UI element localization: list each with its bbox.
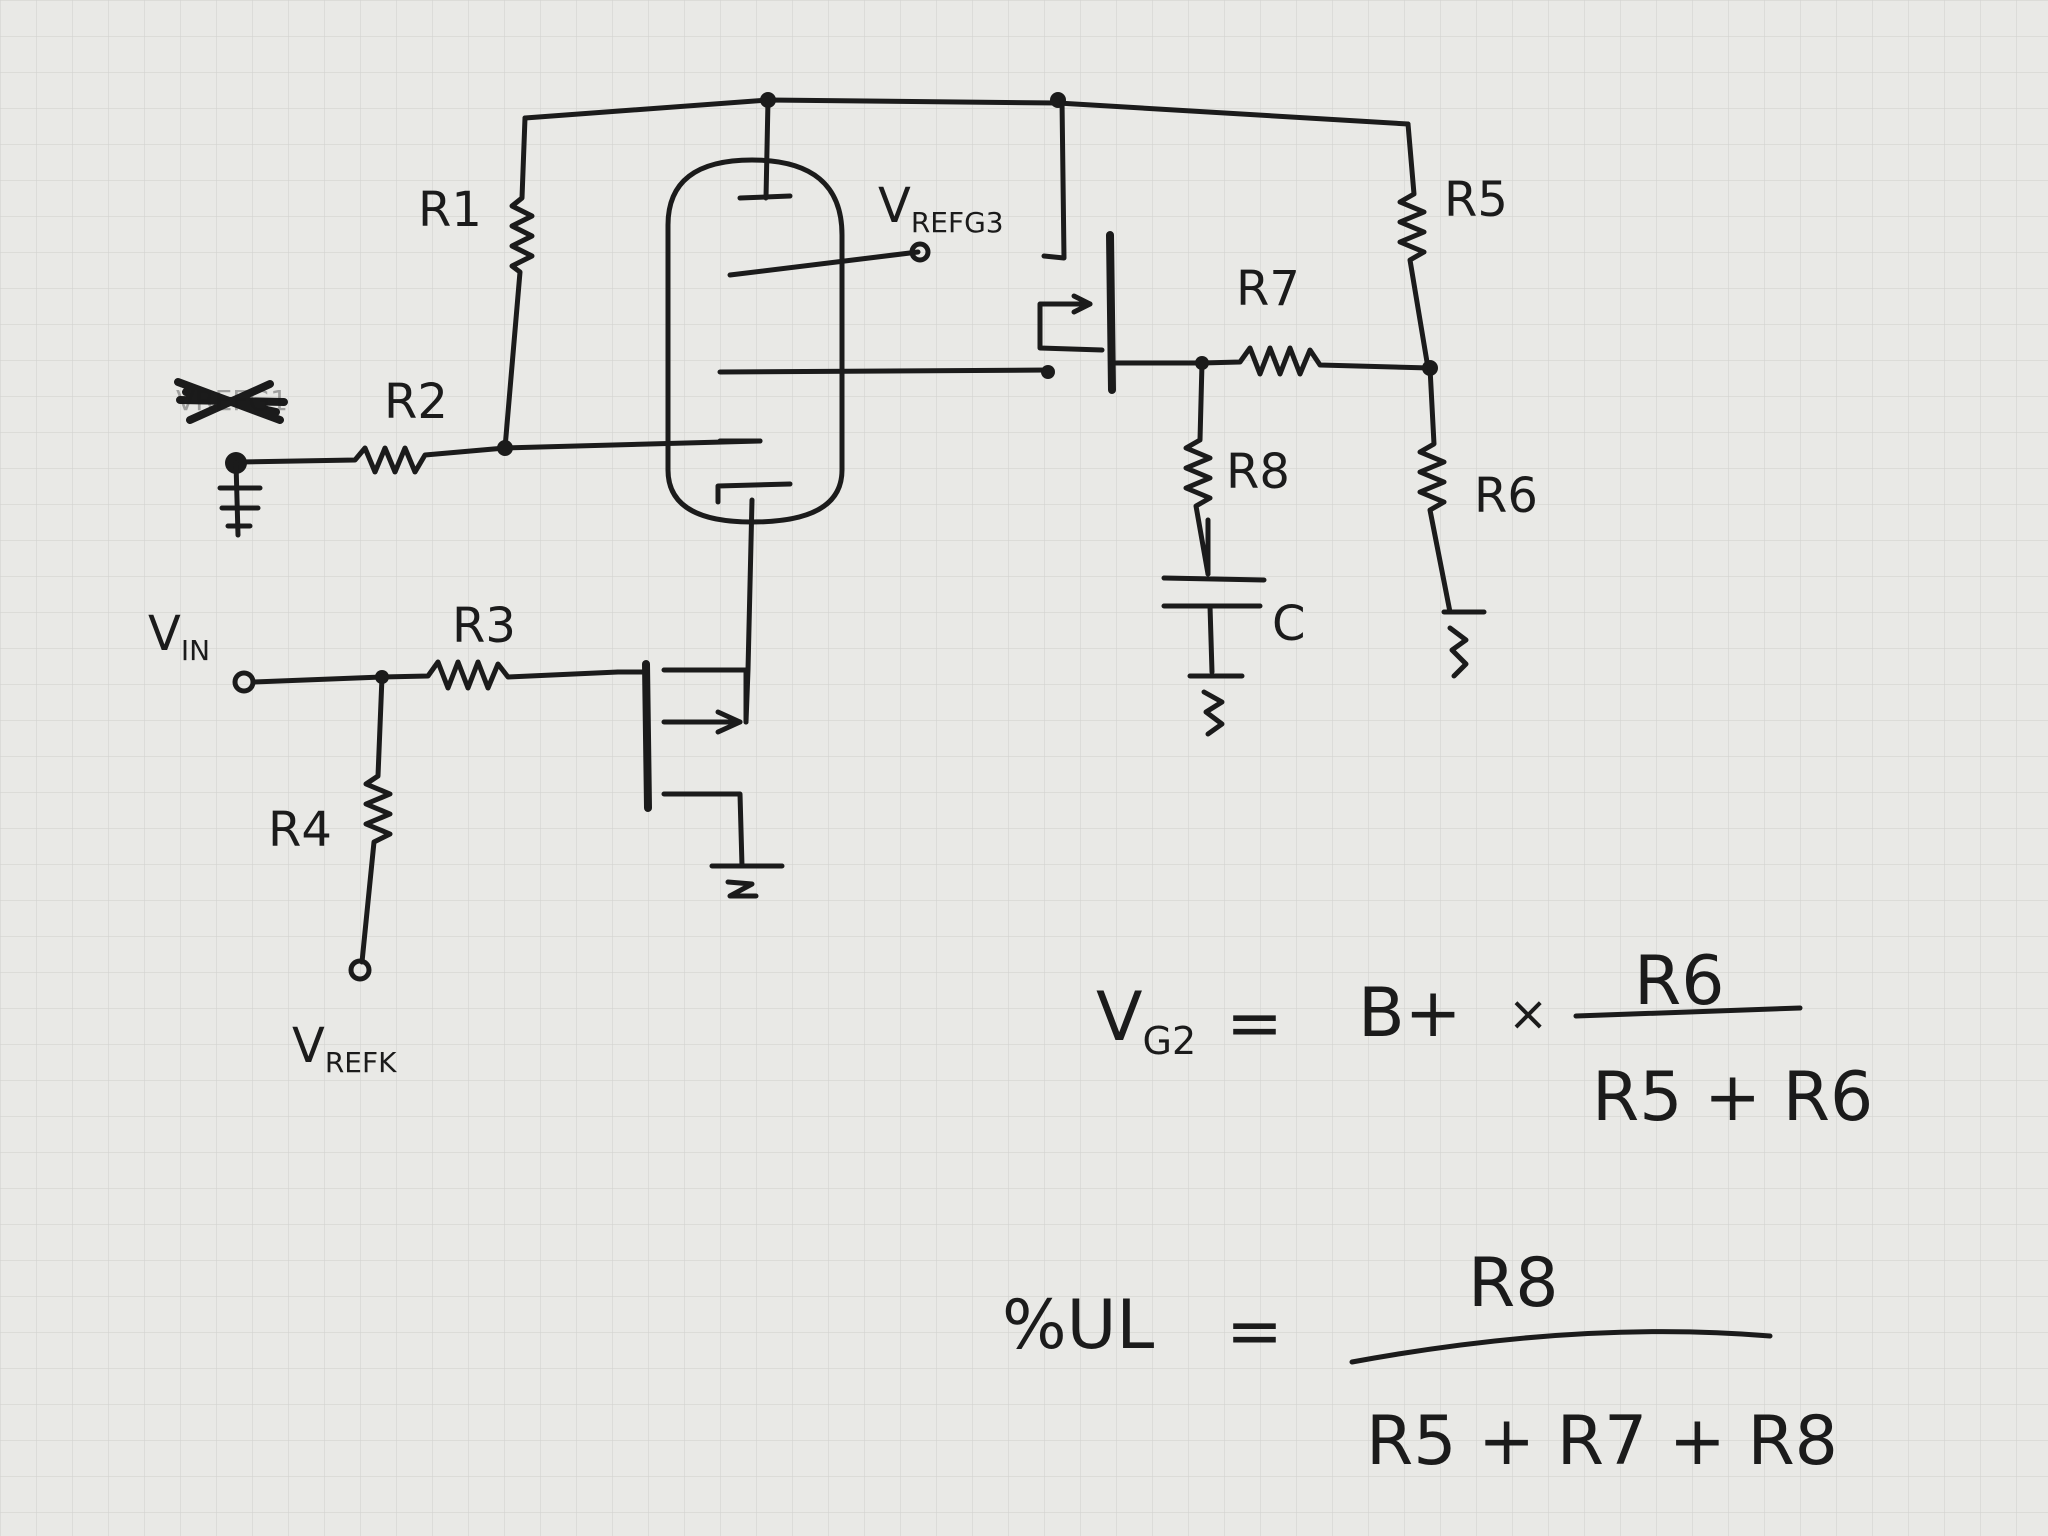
tube-plate (737, 97, 793, 201)
resistor-r6 (1417, 365, 1453, 615)
label-r6: R6 (1474, 468, 1538, 524)
vg2-term: B+ (1358, 974, 1462, 1053)
pentode-tube (665, 97, 1051, 525)
label-r3: R3 (452, 598, 516, 654)
label-vrefk: VREFK (292, 1018, 397, 1079)
ul-equals: = (1226, 1292, 1283, 1371)
ul-denominator: R5 + R7 + R8 (1366, 1402, 1838, 1481)
svg-text:VREFG1: VREFG1 (176, 384, 288, 417)
g1-wire (502, 438, 763, 451)
resistor-r8 (1183, 360, 1213, 577)
tube-g3 (727, 249, 921, 278)
label-vin: VIN (148, 606, 210, 667)
label-r8: R8 (1226, 444, 1290, 500)
capacitor-c (1161, 517, 1267, 675)
label-r4: R4 (268, 802, 332, 858)
vg2-equals: = (1226, 984, 1283, 1063)
equation-ul: %UL = R8 R5 + R7 + R8 (1002, 1244, 1838, 1481)
ground-symbol-mosfet (709, 863, 785, 899)
scribbled-vrefg1-label: VREFG1 (174, 378, 288, 424)
ground-symbol-g1 (217, 460, 263, 538)
ul-numerator: R8 (1468, 1244, 1559, 1323)
label-r2: R2 (384, 374, 448, 430)
equation-vg2: VG2 = B+ × R6 R5 + R6 (1096, 942, 1873, 1137)
resistor-r7 (1199, 345, 1433, 377)
mosfet-lower (615, 660, 749, 869)
resistor-r3 (379, 659, 621, 691)
vrefg3-terminal (909, 241, 931, 263)
vg2-denominator: R5 + R6 (1592, 1058, 1873, 1137)
label-c: C (1272, 596, 1306, 652)
vg2-times: × (1508, 986, 1548, 1042)
ul-fraction-bar (1349, 1329, 1773, 1365)
label-r5: R5 (1444, 172, 1508, 228)
label-vrefg3: VREFG3 (878, 178, 1004, 239)
ground-symbol-r6 (1441, 609, 1487, 679)
ground-symbol-c (1187, 673, 1245, 737)
vg2-fraction-bar (1573, 1005, 1803, 1019)
label-r7: R7 (1236, 261, 1300, 317)
label-r1: R1 (418, 182, 482, 238)
resistor-r4 (348, 674, 393, 982)
tube-cathode (715, 481, 793, 505)
vg2-lhs: VG2 (1096, 978, 1196, 1063)
vg2-numerator: R6 (1634, 942, 1725, 1021)
resistor-r1 (502, 115, 535, 451)
tube-g2 (717, 367, 1051, 375)
ul-lhs: %UL (1002, 1286, 1154, 1365)
